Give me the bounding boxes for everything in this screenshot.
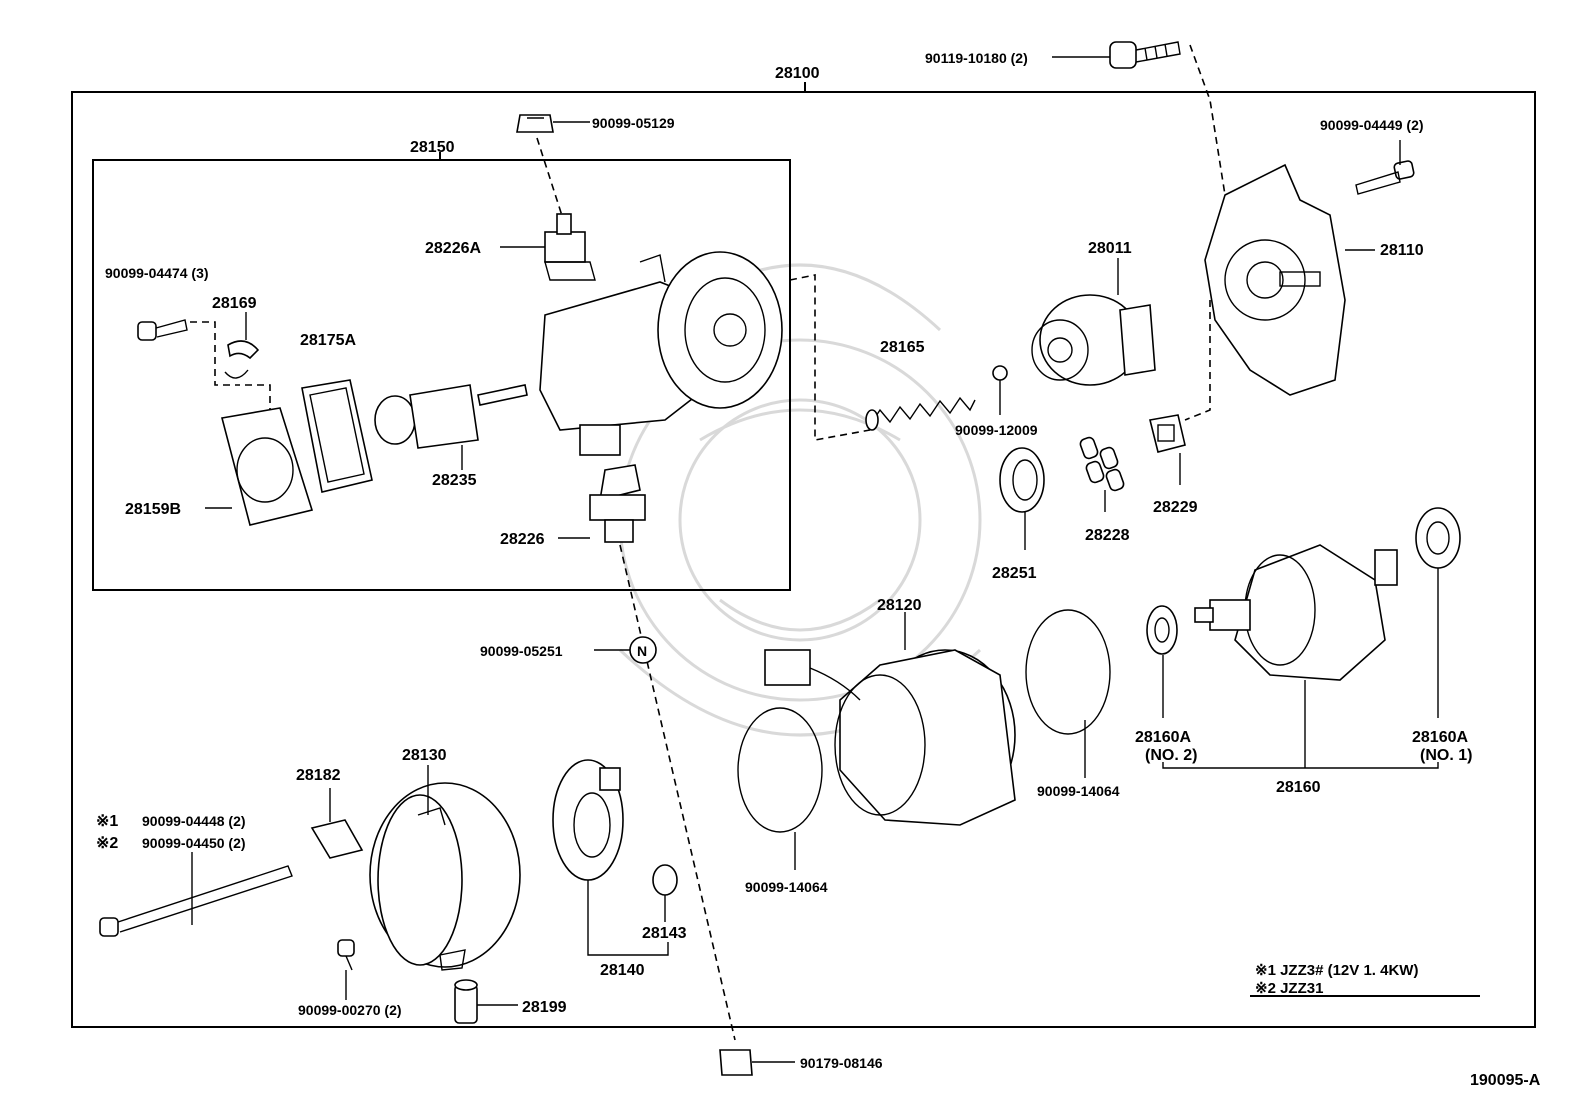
clutch-28011 <box>1031 294 1156 386</box>
part-labels: 28100 28150 90119-10180 (2) 90099-05129 … <box>96 50 1541 1089</box>
label-90099-04448: 90099-04448 (2) <box>142 813 246 829</box>
label-28251: 28251 <box>992 565 1037 582</box>
label-28100: 28100 <box>775 65 820 82</box>
bearing-28160A-no1 <box>1415 507 1461 569</box>
label-90119-10180: 90119-10180 (2) <box>925 50 1028 66</box>
label-28160A-no2: 28160A <box>1135 729 1191 746</box>
gear-28251 <box>999 447 1045 513</box>
label-28150: 28150 <box>410 139 455 156</box>
cover-28159B <box>221 407 314 526</box>
label-28011: 28011 <box>1088 240 1132 257</box>
label-90099-05129: 90099-05129 <box>592 115 675 131</box>
figure-id: 190095-A <box>1470 1072 1541 1089</box>
oring-90099-14064-b <box>1025 609 1111 735</box>
subassembly-frame-28150 <box>92 152 791 591</box>
label-90099-00270: 90099-00270 (2) <box>298 1002 402 1018</box>
label-28226A: 28226A <box>425 240 481 257</box>
label-90099-04450: 90099-04450 (2) <box>142 835 246 851</box>
terminal-28226 <box>589 464 646 543</box>
bolt-90099-04449 <box>1355 160 1415 195</box>
plate-28182 <box>310 819 364 859</box>
label-90099-04474: 90099-04474 (3) <box>105 265 209 281</box>
label-28159B: 28159B <box>125 501 181 518</box>
label-28169: 28169 <box>212 295 257 312</box>
brush-spring-28143 <box>652 864 678 896</box>
label-90099-12009: 90099-12009 <box>955 422 1038 438</box>
ball-90099-12009 <box>992 365 1008 381</box>
nut-90179-08146 <box>719 1049 753 1076</box>
screw-90099-04474 <box>137 319 188 341</box>
label-28110: 28110 <box>1380 242 1424 259</box>
legend: ※1 JZZ3# (12V 1. 4KW) ※2 JZZ31 <box>1255 962 1418 997</box>
label-28160A-no1: 28160A <box>1412 729 1468 746</box>
label-28165: 28165 <box>880 339 925 356</box>
label-28226: 28226 <box>500 531 545 548</box>
label-28182: 28182 <box>296 767 341 784</box>
legend-line-1: ※1 JZZ3# (12V 1. 4KW) <box>1255 962 1418 979</box>
spring-28165 <box>865 396 976 431</box>
housing-28110 <box>1204 163 1346 396</box>
retainer-28229 <box>1149 414 1186 453</box>
rollers-28228 <box>1079 436 1125 492</box>
label-28143: 28143 <box>642 925 687 942</box>
oring-90099-14064-a <box>737 707 823 833</box>
label-90099-14064-a: 90099-14064 <box>745 879 828 895</box>
end-frame-28130 <box>369 782 521 971</box>
leader-lines <box>191 56 1480 1063</box>
yoke-28120 <box>764 649 1016 826</box>
brush-holder-28140 <box>552 759 624 881</box>
plunger-28235 <box>374 384 528 449</box>
label-no2: (NO. 2) <box>1145 747 1197 764</box>
label-no1: (NO. 1) <box>1420 747 1472 764</box>
screw-90099-00270 <box>337 939 355 971</box>
solenoid-body <box>539 251 783 456</box>
label-90179-08146: 90179-08146 <box>800 1055 883 1071</box>
alignment-lines <box>190 44 1226 1041</box>
label-28229: 28229 <box>1153 499 1198 516</box>
label-28228: 28228 <box>1085 527 1130 544</box>
label-28175A: 28175A <box>300 332 356 349</box>
label-28199: 28199 <box>522 999 567 1016</box>
assembly-frame-28100 <box>71 82 1536 1028</box>
label-28160: 28160 <box>1276 779 1321 796</box>
label-28140: 28140 <box>600 962 645 979</box>
label-90099-05251: 90099-05251 <box>480 643 563 659</box>
label-note2: ※2 <box>96 835 118 852</box>
label-90099-04449: 90099-04449 (2) <box>1320 117 1424 133</box>
bearing-28160A-no2 <box>1146 605 1178 655</box>
terminal-28226A <box>544 213 596 281</box>
bolt-90119-10180 <box>1109 41 1181 69</box>
label-90099-14064-b: 90099-14064 <box>1037 783 1120 799</box>
label-28120: 28120 <box>877 597 922 614</box>
cap-28199 <box>454 979 478 1024</box>
gasket-28175A <box>301 379 373 493</box>
label-28235: 28235 <box>432 472 477 489</box>
label-n: N <box>637 643 647 659</box>
label-28130: 28130 <box>402 747 447 764</box>
nut-90099-05129 <box>516 114 554 133</box>
label-note1: ※1 <box>96 813 118 830</box>
through-bolt <box>99 865 293 937</box>
armature-28160 <box>1194 544 1398 681</box>
clip-28169 <box>224 340 260 379</box>
legend-line-2: ※2 JZZ31 <box>1255 980 1323 997</box>
